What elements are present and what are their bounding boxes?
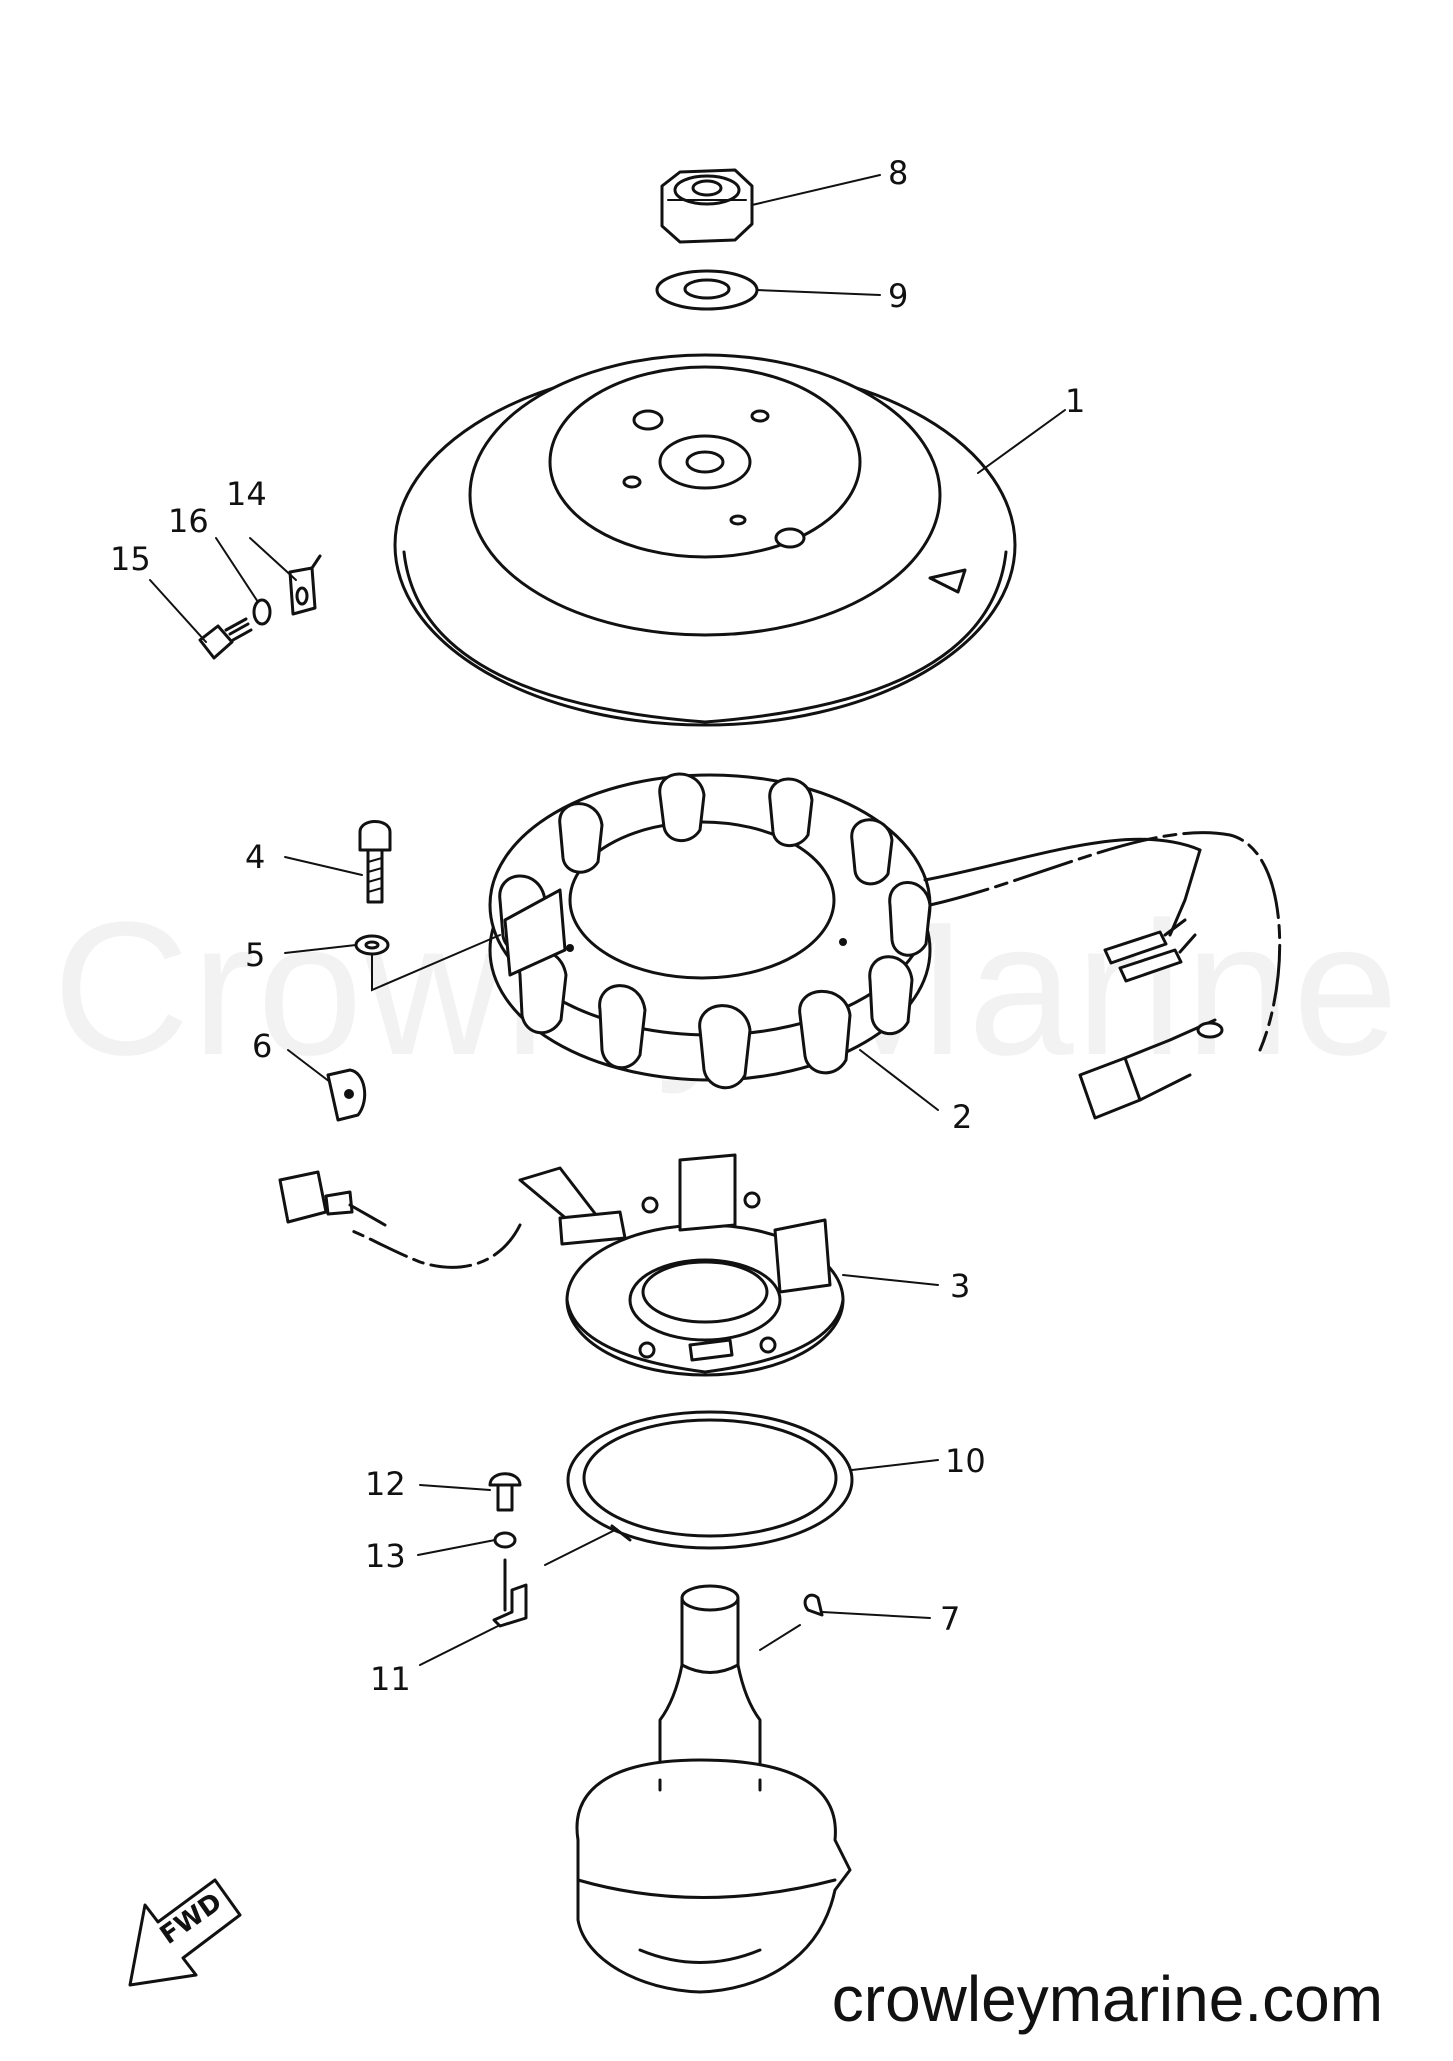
callout-6: 6 [252,1027,272,1065]
part-3-base-plate[interactable] [278,1153,845,1377]
part-1-flywheel[interactable] [393,353,1017,727]
callout-4: 4 [245,838,265,876]
part-10-ring[interactable] [566,1410,854,1550]
part-15-bolt[interactable] [198,617,253,660]
callout-14: 14 [226,475,267,513]
callout-9: 9 [888,277,908,315]
part-2-stator[interactable] [488,772,1282,1120]
part-16-washer[interactable] [252,598,272,626]
callout-16: 16 [168,502,209,540]
callout-7: 7 [940,1600,960,1638]
callout-10: 10 [945,1442,986,1480]
part-7-key[interactable] [803,1593,824,1617]
callout-8: 8 [888,154,908,192]
callout-11: 11 [370,1660,411,1698]
part-8-nut[interactable] [660,168,754,244]
callout-2: 2 [952,1098,972,1136]
crankshaft [575,1584,852,1994]
part-11-retainer[interactable] [492,1558,528,1628]
callout-5: 5 [245,936,265,974]
callout-13: 13 [365,1537,406,1575]
callout-numbers: 8 9 1 14 16 15 4 5 6 2 3 10 12 13 7 11 [110,154,1085,1698]
website-footer: crowleymarine.com [831,1963,1383,2035]
callout-15: 15 [110,540,151,578]
forward-direction-arrow: FWD [128,1878,242,1987]
part-14-bracket[interactable] [288,554,322,616]
part-6-plate[interactable] [326,1068,367,1122]
part-4-screw[interactable] [358,820,392,904]
part-13-clip[interactable] [493,1531,517,1549]
part-12-screw[interactable] [488,1472,522,1512]
part-5-washer[interactable] [354,934,390,956]
callout-12: 12 [365,1465,406,1503]
leader-lines [149,174,1066,1666]
callout-3: 3 [950,1267,970,1305]
part-9-washer[interactable] [655,269,759,311]
callout-1: 1 [1065,382,1085,420]
